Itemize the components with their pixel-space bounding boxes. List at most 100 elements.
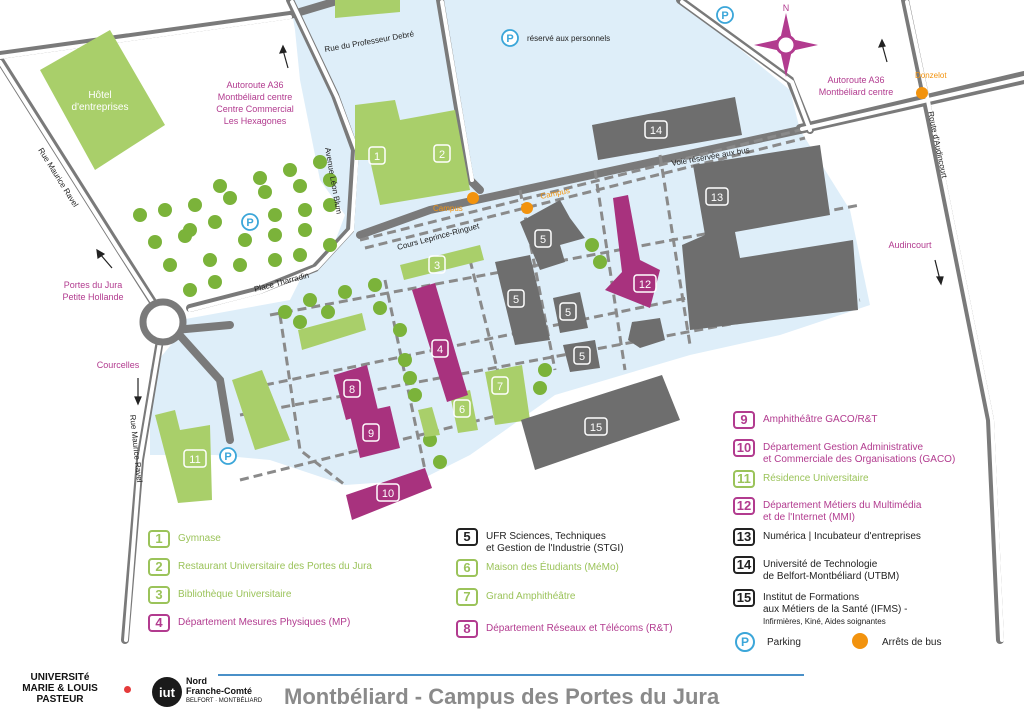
svg-text:8: 8 [349, 384, 355, 396]
svg-text:11: 11 [189, 454, 200, 466]
tag-10: 10 [376, 483, 400, 502]
svg-text:N: N [783, 3, 790, 13]
iut-logo-text: Nord Franche-Comté BELFORT · MONTBÉLIARD [186, 676, 263, 704]
parking-icon: P [501, 29, 519, 47]
bus-stop-campus-2 [521, 202, 533, 214]
roundabout [139, 298, 187, 346]
legend-item-4: 4 Département Mesures Physiques (MP) [148, 614, 350, 632]
legend-label: Grand Amphithéâtre [486, 591, 576, 602]
svg-text:6: 6 [459, 404, 465, 416]
iut-logo: iut [152, 677, 182, 707]
tag-5d: 5 [573, 346, 591, 365]
legend-item-6: 6 Maison des Étudiants (MéMo) [456, 559, 619, 577]
legend-number: 6 [456, 559, 478, 577]
svg-text:4: 4 [437, 344, 443, 356]
svg-text:5: 5 [513, 294, 519, 306]
legend-item-13: 13 Numérica | Incubateur d'entreprises [733, 528, 921, 546]
tag-1: 1 [368, 146, 386, 165]
building-number-tags: 1 2 3 4 5 5 5 5 6 7 8 9 10 11 12 13 14 1… [183, 120, 729, 502]
legend-number: 1 [148, 530, 170, 548]
svg-text:7: 7 [497, 381, 503, 393]
svg-text:P: P [246, 217, 253, 229]
legend-item-9: 9 Amphithéâtre GACO/R&T [733, 411, 877, 429]
legend-label: Gymnase [178, 533, 221, 544]
parking-reserved-label: réservé aux personnels [527, 34, 610, 43]
dir-portes-jura-2: Petite Hollande [62, 292, 123, 302]
legend-label: Restaurant Universitaire des Portes du J… [178, 561, 372, 572]
tag-12: 12 [633, 274, 657, 293]
trees [133, 155, 607, 469]
roads-inner [0, 0, 1024, 642]
compass-icon: N [754, 3, 818, 77]
legend-label: Numérica | Incubateur d'entreprises [763, 531, 921, 542]
svg-text:10: 10 [382, 488, 394, 500]
legend-label: Maison des Étudiants (MéMo) [486, 562, 619, 573]
legend-label: Amphithéâtre GACO/R&T [763, 414, 878, 425]
parking-icons: P P P P [219, 6, 734, 465]
universite-logo: UNIVERSITé MARIE & LOUIS PASTEUR [22, 672, 98, 705]
legend-item-1: 1 Gymnase [148, 530, 221, 548]
svg-text:P: P [224, 451, 231, 463]
tag-2: 2 [433, 144, 451, 163]
dir-a36-left-1: Autoroute A36 [226, 80, 283, 90]
bus-label-campus-1: Campus [433, 204, 463, 213]
legend-number: 5 [456, 528, 478, 546]
parking-icon: P [716, 6, 734, 24]
legend-bus-label: Arrêts de bus [882, 637, 941, 648]
legend-item-7: 7 Grand Amphithéâtre [456, 588, 576, 606]
green-buildings [40, 0, 530, 503]
tag-4: 4 [431, 339, 449, 358]
tag-7: 7 [491, 376, 509, 395]
legend-bus-icon [852, 633, 868, 649]
campus-map: 1 2 3 4 5 5 5 5 6 7 8 9 10 11 12 13 14 1… [0, 0, 1024, 652]
dir-a36-left-3: Centre Commercial [216, 104, 294, 114]
dir-courcelles: Courcelles [97, 360, 140, 370]
bus-stop-donzelot [916, 87, 928, 99]
legend-label: Résidence Universitaire [763, 473, 869, 484]
hotel-label-1: Hôtel [88, 90, 111, 101]
svg-text:1: 1 [374, 151, 380, 163]
svg-text:P: P [506, 33, 513, 45]
svg-text:P: P [721, 10, 728, 22]
tag-15: 15 [584, 417, 608, 436]
tag-5b: 5 [507, 289, 525, 308]
direction-labels: Autoroute A36 Montbéliard centre Centre … [62, 75, 932, 370]
footer-divider [218, 674, 804, 676]
separator-dot [124, 686, 131, 693]
svg-text:9: 9 [368, 428, 374, 440]
bus-stops [467, 87, 928, 214]
tag-3: 3 [428, 255, 446, 274]
svg-text:3: 3 [434, 260, 440, 272]
dir-a36-left-4: Les Hexagones [224, 116, 287, 126]
bus-label-donzelot: Donzelot [915, 71, 947, 80]
legend-label: Département Mesures Physiques (MP) [178, 617, 351, 628]
legend-number: 11 [733, 470, 755, 488]
legend-item-2: 2 Restaurant Universitaire des Portes du… [148, 558, 372, 576]
legend-number: 14 [733, 556, 755, 574]
tag-5a: 5 [534, 229, 552, 248]
dir-portes-jura-1: Portes du Jura [64, 280, 123, 290]
tag-8: 8 [343, 379, 361, 398]
legend-number: 10 [733, 439, 755, 457]
legend-number: 13 [733, 528, 755, 546]
legend-item-3: 3 Bibliothèque Universitaire [148, 586, 291, 604]
legend-label: Département Réseaux et Télécoms (R&T) [486, 623, 673, 634]
page-title: Montbéliard - Campus des Portes du Jura [284, 684, 720, 709]
legend-parking-label: Parking [767, 637, 801, 648]
legend-number: 8 [456, 620, 478, 638]
purple-buildings [334, 195, 660, 520]
legend-number: 7 [456, 588, 478, 606]
svg-text:12: 12 [639, 279, 651, 291]
dir-audincourt: Audincourt [888, 240, 932, 250]
svg-text:5: 5 [540, 234, 546, 246]
svg-text:13: 13 [711, 192, 723, 204]
